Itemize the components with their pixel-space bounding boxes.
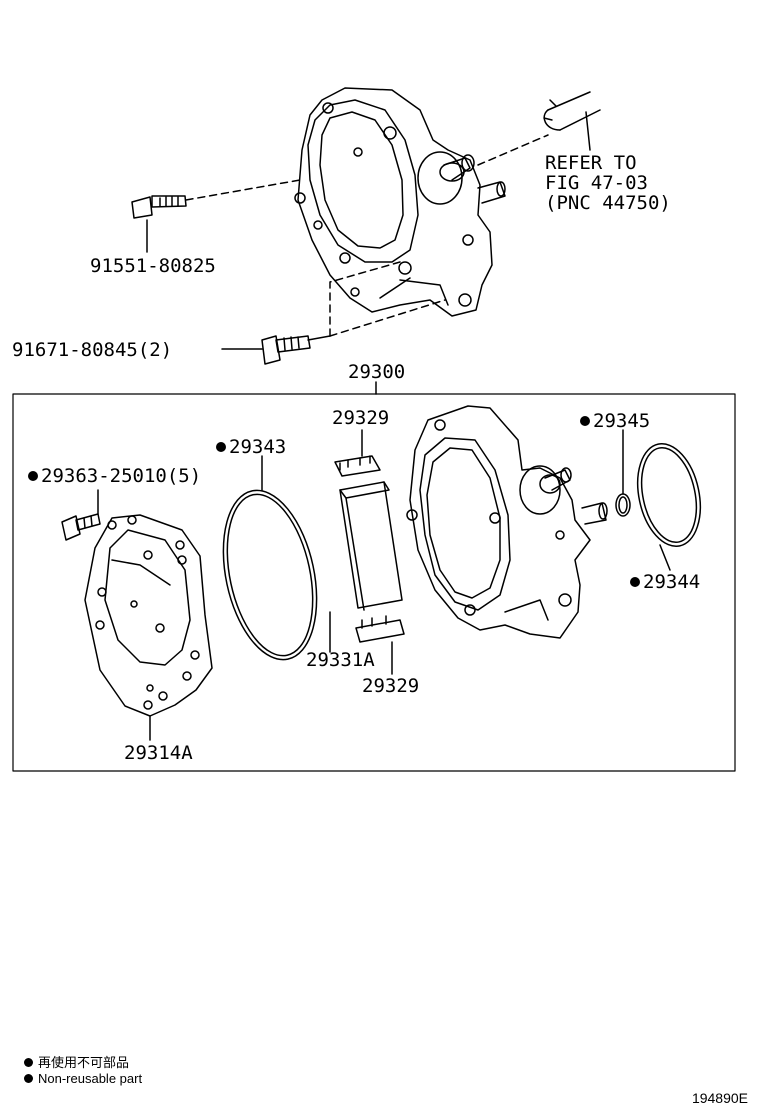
- label-bolt-bottom[interactable]: 91671-80845(2): [12, 339, 173, 361]
- cover-plate-drawing: [84, 514, 213, 741]
- non-reusable-dot-icon: [630, 577, 640, 587]
- legend-dot-icon: [24, 1058, 33, 1067]
- non-reusable-dot-icon: [216, 442, 226, 452]
- label-assembly[interactable]: 29300: [348, 361, 406, 383]
- oring-29343-drawing: [222, 455, 318, 661]
- label-screw-cover-text: 29363-25010(5): [41, 465, 202, 487]
- label-refer-line2[interactable]: FIG 47-03: [545, 172, 648, 194]
- label-rotor[interactable]: 29331A: [306, 649, 375, 671]
- figure-id: 194890E: [691, 1090, 748, 1106]
- label-oring-outer-text: 29344: [643, 571, 701, 593]
- label-oring-large[interactable]: 29343: [216, 437, 286, 457]
- label-cover[interactable]: 29314A: [124, 742, 193, 764]
- bolt-91671-drawing: [221, 261, 446, 365]
- label-oring-outer[interactable]: 29344: [630, 572, 700, 592]
- pump-housing-drawing: [406, 405, 608, 639]
- label-oring-large-text: 29343: [229, 436, 287, 458]
- label-vane-top[interactable]: 29329: [332, 407, 390, 429]
- screw-29363-drawing: [61, 489, 101, 541]
- label-refer-line3[interactable]: (PNC 44750): [545, 192, 671, 214]
- assembly-box: [12, 393, 736, 772]
- label-screw-top[interactable]: 91551-80825: [90, 255, 216, 277]
- vacuum-pump-assembly-top: [294, 87, 601, 317]
- label-screw-cover[interactable]: 29363-25010(5): [28, 466, 201, 486]
- oring-29345-drawing: [615, 429, 631, 517]
- label-oring-small[interactable]: 29345: [580, 411, 650, 431]
- label-oring-small-text: 29345: [593, 410, 651, 432]
- legend-jp: 再使用不可部品: [24, 1055, 129, 1071]
- screw-91551-drawing: [131, 179, 301, 253]
- legend-en-text: Non-reusable part: [38, 1071, 143, 1086]
- legend-en: Non-reusable part: [24, 1071, 142, 1087]
- oring-29344-drawing: [636, 443, 702, 571]
- non-reusable-dot-icon: [580, 416, 590, 426]
- label-vane-bottom[interactable]: 29329: [362, 675, 420, 697]
- label-refer-line1: REFER TO: [545, 152, 637, 174]
- non-reusable-dot-icon: [28, 471, 38, 481]
- rotor-vane-drawing: [329, 429, 405, 675]
- legend-jp-text: 再使用不可部品: [38, 1055, 130, 1070]
- legend-dot-icon: [24, 1074, 33, 1083]
